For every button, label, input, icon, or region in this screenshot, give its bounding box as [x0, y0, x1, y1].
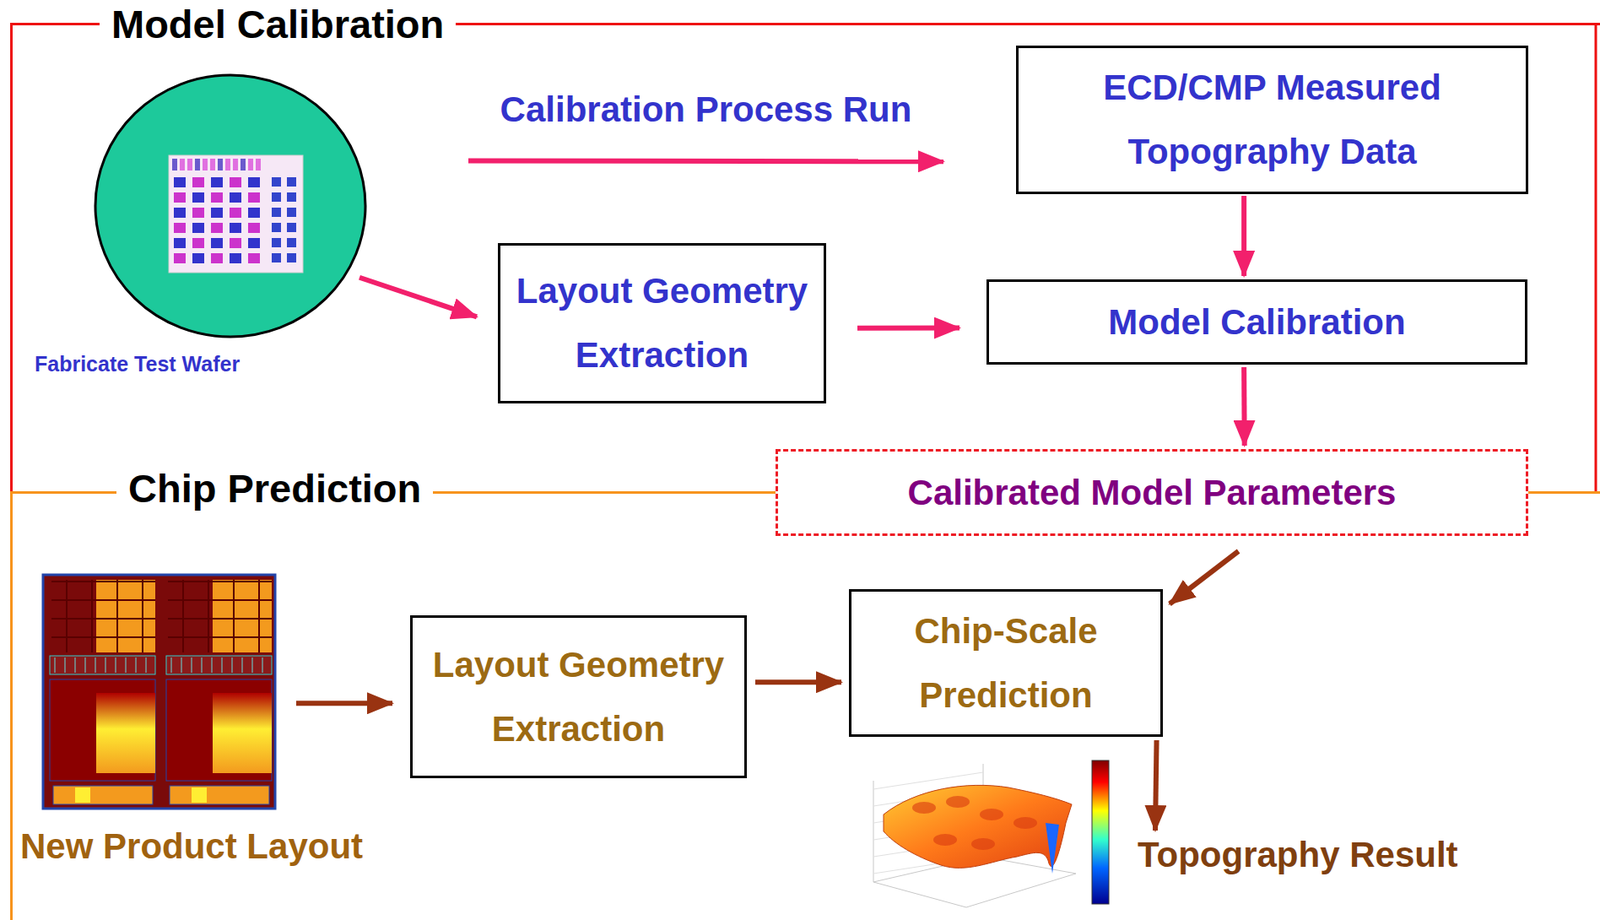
node-label: Calibrated Model Parameters — [908, 460, 1397, 525]
result-node: Topography Result — [1135, 833, 1473, 880]
flow-arrow — [359, 277, 477, 318]
flow-arrow — [755, 679, 842, 685]
product-layout — [43, 574, 276, 809]
flow-arrow — [857, 325, 960, 331]
test-chip — [168, 155, 303, 273]
flow-arrow — [296, 700, 393, 706]
region-heading: Chip Prediction — [116, 468, 433, 509]
process-box: ECD/CMP Measured Topography Data — [1016, 45, 1529, 195]
node-label: Layout Geometry Extraction — [426, 632, 731, 761]
node-label: New Product Layout — [20, 828, 363, 865]
process-box: Layout Geometry Extraction — [410, 615, 747, 779]
process-box: Layout Geometry Extraction — [497, 243, 827, 404]
node-label: Layout Geometry Extraction — [513, 259, 811, 387]
layout-node: New Product Layout — [43, 574, 276, 809]
node-label: Fabricate Test Wafer — [34, 351, 240, 377]
region-band: Chip PredictionNew Product LayoutLayout … — [10, 491, 1600, 920]
node-label: ECD/CMP Measured Topography Data — [1032, 55, 1513, 184]
flow-arrow — [1241, 367, 1248, 446]
wafer-node: Fabricate Test Wafer — [93, 73, 368, 339]
process-box: Chip-Scale Prediction — [848, 589, 1163, 737]
region-heading: Model Calibration — [99, 4, 456, 44]
node-label: Chip-Scale Prediction — [864, 599, 1147, 727]
edge-label: Calibration Process Run — [500, 89, 913, 130]
flow-arrow — [1155, 740, 1157, 831]
process-box: Model Calibration — [986, 279, 1528, 365]
flow-arrow — [1241, 195, 1247, 276]
node-label: Model Calibration — [1108, 290, 1406, 355]
test-wafer — [93, 73, 368, 339]
node-label: Topography Result — [1137, 833, 1459, 876]
parameter-box: Calibrated Model Parameters — [775, 448, 1529, 536]
flow-arrow — [468, 158, 944, 165]
flow-arrow — [1169, 551, 1239, 605]
topography-plot — [864, 755, 1144, 912]
